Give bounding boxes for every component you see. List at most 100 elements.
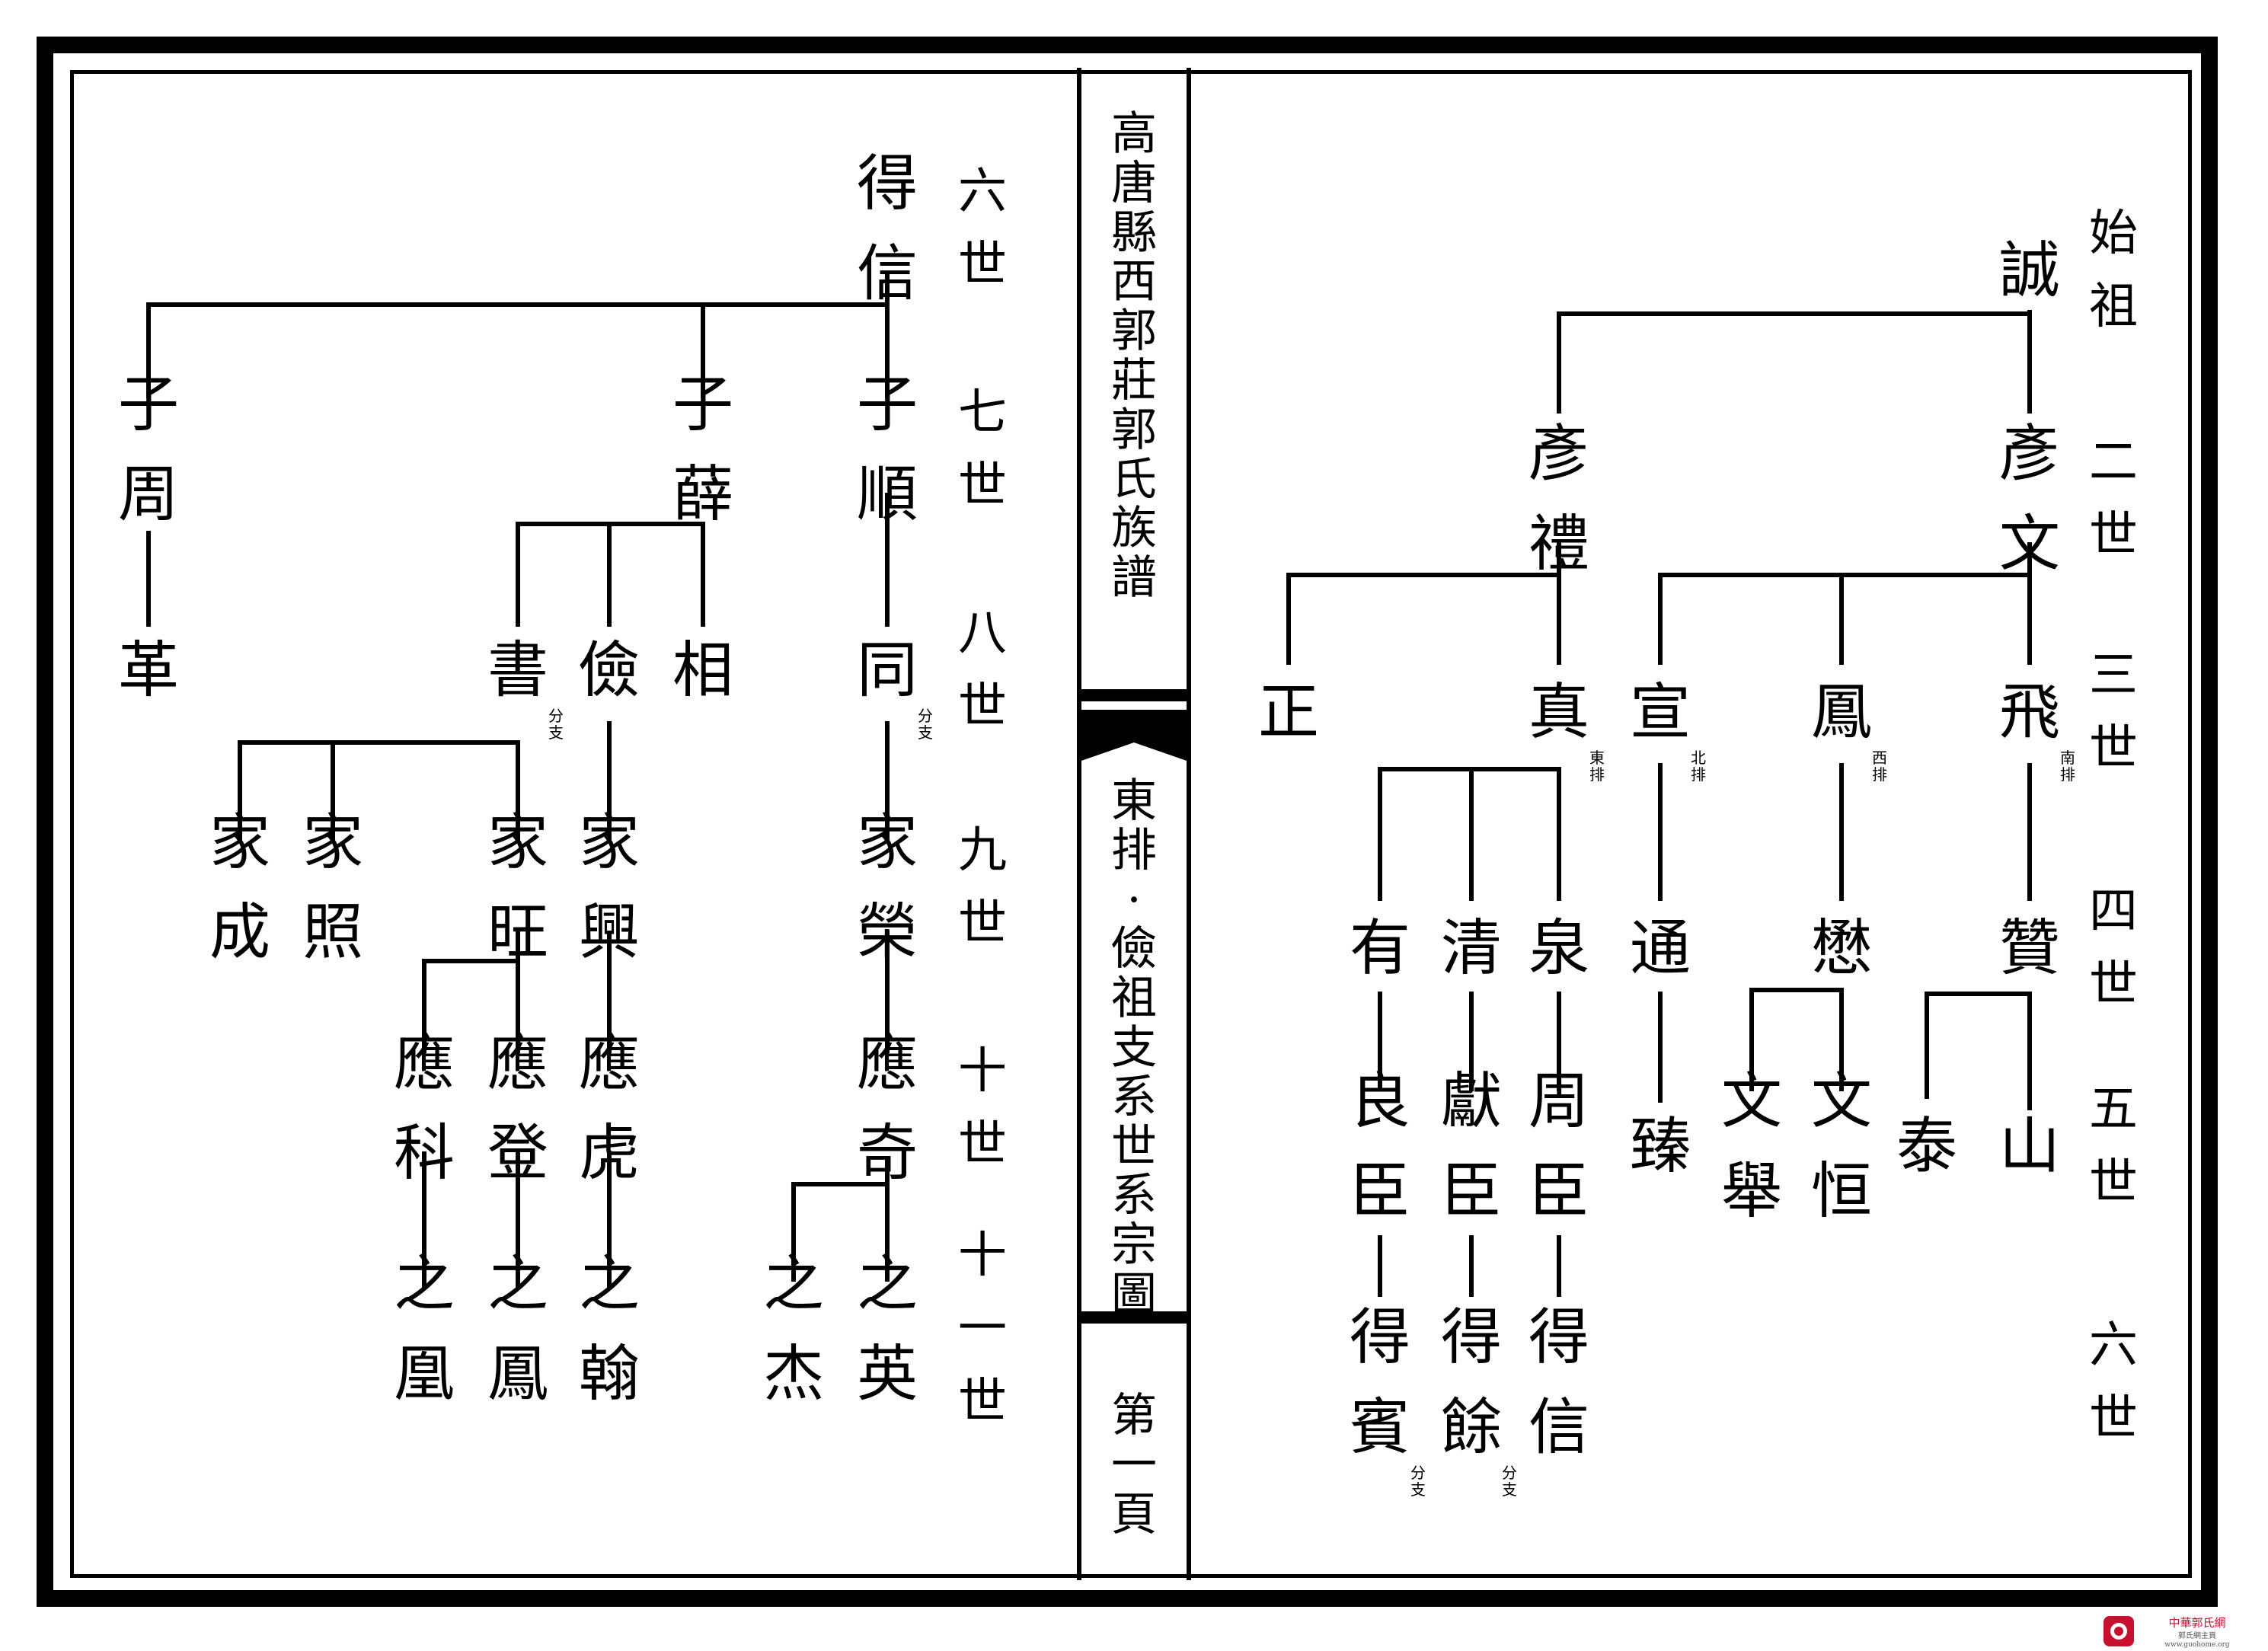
- member-name: 泰: [1896, 1111, 1957, 1182]
- generation-label: 世: [958, 237, 1007, 293]
- spine-title-char: 西: [1111, 255, 1157, 309]
- generation-label: 八: [958, 605, 1007, 662]
- generation-label: 十: [958, 1043, 1007, 1100]
- member-name: 周: [118, 459, 179, 530]
- member-name: 得: [1529, 1302, 1589, 1373]
- branch-note: 分: [548, 707, 564, 725]
- generation-label: 世: [2089, 720, 2138, 777]
- generation-label: 十: [958, 1228, 1007, 1284]
- member-name: 舉: [1721, 1156, 1782, 1227]
- generation-label: 五: [2089, 1081, 2138, 1138]
- member-name: 彥: [1529, 419, 1589, 490]
- logo-subtitle: 郭氏網主頁: [2178, 1630, 2216, 1640]
- branch-note: 支: [548, 723, 564, 742]
- generation-label: 七: [958, 385, 1007, 441]
- spine-subtitle-char: 圖: [1111, 1267, 1157, 1321]
- member-name: 餘: [1441, 1392, 1502, 1463]
- generation-label: 四: [2089, 883, 2138, 940]
- member-name: 有: [1350, 913, 1410, 984]
- spine-title: 高唐縣西郭莊郭氏族譜: [1077, 110, 1191, 603]
- spine-page-char: 頁: [1111, 1487, 1157, 1541]
- spine-subtitle: 東排·儉祖支系世系宗圖: [1077, 777, 1191, 1320]
- spine-title-char: 譜: [1111, 551, 1157, 605]
- member-name: 同: [857, 635, 918, 706]
- spine-subtitle-char: 世: [1111, 1119, 1157, 1174]
- member-name: 翰: [579, 1339, 640, 1410]
- spine-subtitle-char: 系: [1111, 1070, 1157, 1124]
- branch-note: 分: [918, 707, 933, 725]
- branch-note: 東: [1589, 749, 1605, 767]
- member-name: 信: [1529, 1392, 1589, 1463]
- member-name: 宣: [1630, 677, 1691, 748]
- logo-url: www.guohome.org: [2164, 1641, 2230, 1648]
- spine-subtitle-char: 宗: [1111, 1218, 1157, 1273]
- spine-title-char: 莊: [1111, 353, 1157, 407]
- generation-label: 一: [958, 1301, 1007, 1357]
- spine-page-char: 第: [1111, 1389, 1157, 1442]
- member-name: 得: [857, 148, 918, 219]
- generation-label: 九: [958, 822, 1007, 879]
- generation-label: 世: [2089, 1154, 2138, 1211]
- spine-title-char: 族: [1111, 502, 1157, 556]
- member-name: 成: [209, 897, 270, 968]
- member-name: 書: [487, 635, 548, 706]
- spine-title-char: 唐: [1111, 156, 1157, 210]
- member-name: 賓: [1350, 1392, 1410, 1463]
- member-name: 誠: [1999, 235, 2060, 306]
- member-name: 臣: [1350, 1156, 1410, 1227]
- spine-band: [1079, 689, 1189, 701]
- generation-label: 三: [2089, 647, 2138, 704]
- spine-title-char: 高: [1111, 107, 1157, 161]
- spine-title-char: 氏: [1111, 452, 1157, 506]
- member-name: 泉: [1529, 913, 1589, 984]
- branch-note: 西: [1872, 749, 1887, 767]
- spine-title-char: 郭: [1111, 305, 1157, 359]
- generation-label: 世: [958, 1116, 1007, 1173]
- generation-label: 始: [2089, 206, 2138, 262]
- branch-note: 南: [2060, 749, 2075, 767]
- inner-frame: [70, 70, 2192, 1578]
- book-spine: 高唐縣西郭莊郭氏族譜 東排·儉祖支系世系宗圖 第一頁: [1077, 70, 1191, 1578]
- member-name: 贊: [1999, 913, 2060, 984]
- member-name: 得: [1441, 1302, 1502, 1373]
- member-name: 真: [1529, 677, 1589, 748]
- generation-label: 世: [958, 679, 1007, 735]
- branch-note: 排: [1589, 765, 1605, 784]
- member-name: 鳳: [1811, 677, 1872, 748]
- branch-note: 排: [2060, 765, 2075, 784]
- member-name: 飛: [1999, 677, 2060, 748]
- generation-label: 祖: [2089, 279, 2138, 335]
- outer-frame: [37, 37, 2218, 1607]
- generation-label: 世: [958, 896, 1007, 952]
- generation-label: 二: [2089, 434, 2138, 490]
- member-name: 英: [857, 1339, 918, 1410]
- spine-fishtail: [1079, 710, 1189, 762]
- member-name: 清: [1441, 913, 1502, 984]
- logo-title: 中華郭氏網: [2168, 1616, 2225, 1630]
- member-name: 凰: [394, 1339, 455, 1410]
- spine-subtitle-char: 祖: [1111, 972, 1157, 1026]
- member-name: 山: [1999, 1111, 2060, 1182]
- member-name: 正: [1258, 677, 1319, 748]
- generation-label: 六: [2089, 1317, 2138, 1374]
- branch-note: 排: [1691, 765, 1706, 784]
- spine-title-char: 縣: [1111, 206, 1157, 260]
- spine-subtitle-char: 系: [1111, 1169, 1157, 1223]
- member-name: 恒: [1811, 1156, 1872, 1227]
- member-name: 通: [1630, 913, 1691, 984]
- branch-note: 北: [1691, 749, 1706, 767]
- generation-label: 世: [2089, 1391, 2138, 1447]
- spine-band: [1079, 1311, 1189, 1324]
- generation-label: 世: [2089, 956, 2138, 1013]
- generation-label: 六: [958, 164, 1007, 220]
- spine-subtitle-char: 儉: [1111, 922, 1157, 976]
- site-logo: 中華郭氏網 郭氏網主頁 www.guohome.org: [2102, 1614, 2262, 1649]
- spine-subtitle-char: 排: [1111, 823, 1157, 877]
- member-name: 彥: [1999, 419, 2060, 490]
- member-name: 得: [1350, 1302, 1410, 1373]
- spine-subtitle-char: 東: [1111, 774, 1157, 828]
- member-name: 照: [302, 897, 363, 968]
- member-name: 薛: [672, 459, 733, 530]
- branch-note: 分: [1502, 1464, 1517, 1482]
